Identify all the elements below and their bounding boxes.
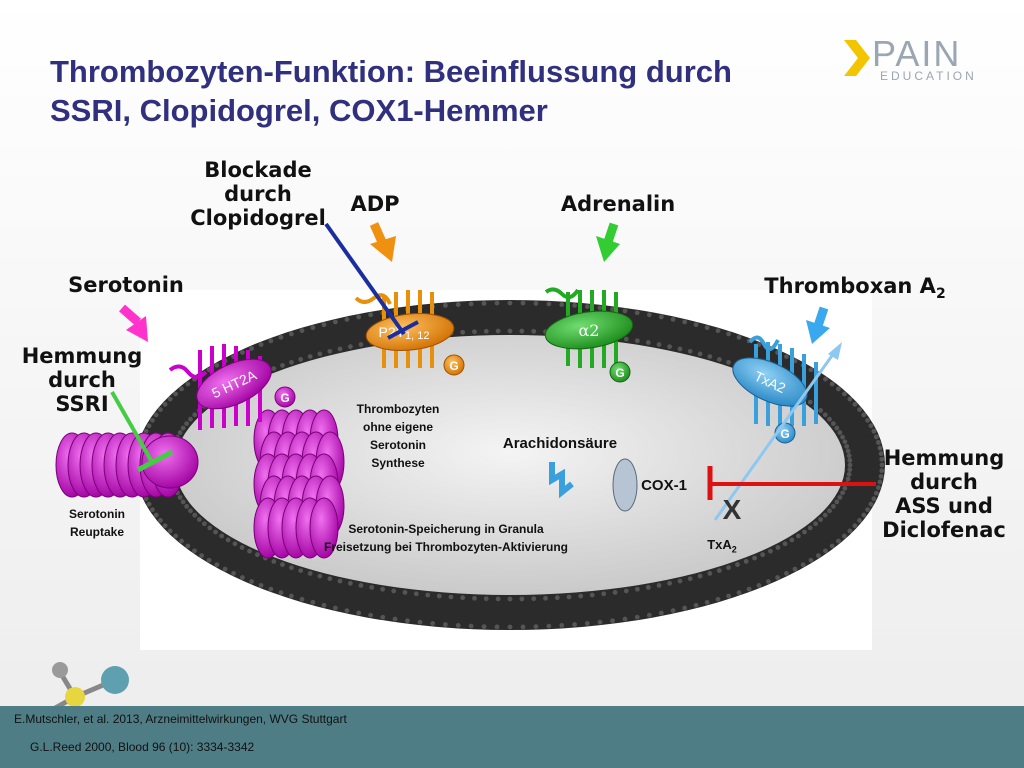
logo-text: PAIN (872, 33, 962, 74)
cell-membrane-inner (175, 335, 845, 595)
label-thromboxan-a2: Thromboxan A2 (764, 274, 946, 303)
reference-2: G.L.Reed 2000, Blood 96 (10): 3334-3342 (30, 740, 255, 754)
serotonin-transporter (55, 432, 199, 498)
label-adrenalin: Adrenalin (560, 192, 676, 216)
serotonin-arrow-icon (119, 304, 148, 342)
receptor-txa2: TxA2 G (732, 335, 818, 444)
cox1-enzyme (612, 458, 638, 512)
receptor-alpha2-label: α2 (579, 321, 600, 340)
label-hemmung-ssri: Hemmung durch SSRI (21, 344, 143, 416)
footer-bar (0, 706, 1024, 768)
label-adp: ADP (350, 192, 400, 216)
text-arachidonsaeure: Arachidonsäure (502, 435, 618, 452)
clopidogrel-block-line (324, 222, 419, 340)
inhibition-x-mark: X (722, 494, 742, 525)
receptor-p2y: P2Y1, 12 G (354, 290, 465, 376)
adp-arrow-icon (369, 222, 396, 262)
receptor-5ht2a: 5 HT2A G (168, 344, 296, 430)
title-line-1: Thrombozyten-Funktion: Beeinflussung dur… (50, 54, 732, 89)
chevron-icon (844, 40, 870, 76)
txa2-release-arrow (713, 342, 842, 521)
arachidonic-acid-icon (549, 462, 574, 499)
ass-inhibition-line (707, 466, 876, 500)
g-protein-label: G (449, 359, 458, 373)
logo-subtext: EDUCATION (880, 69, 977, 83)
label-hemmung-ass: Hemmung durch ASS und Diclofenac (882, 446, 1006, 542)
label-blockade-clopidogrel: Blockade durch Clopidogrel (190, 158, 326, 230)
receptor-alpha2: α2 G (544, 287, 634, 383)
label-serotonin: Serotonin (68, 273, 184, 297)
text-serotonin-reuptake: Serotonin Reuptake (69, 507, 125, 539)
text-thrombozyten-synthese: Thrombozyten ohne eigene Serotonin Synth… (356, 402, 440, 470)
slide-title: Thrombozyten-Funktion: Beeinflussung dur… (50, 52, 930, 130)
thromboxan-arrow-icon (806, 306, 830, 344)
ssri-block-line (110, 391, 174, 473)
text-txa2: TxA2 (707, 537, 737, 555)
g-protein-label: G (615, 366, 624, 380)
reference-1: E.Mutschler, et al. 2013, Arzneimittelwi… (14, 712, 347, 726)
title-line-2: SSRI, Clopidogrel, COX1-Hemmer (50, 93, 548, 128)
text-serotonin-storage: Serotonin-Speicherung in Granula Freiset… (323, 522, 569, 554)
adrenalin-arrow-icon (596, 222, 620, 262)
text-cox1: COX-1 (641, 477, 687, 494)
g-protein-label: G (780, 427, 789, 441)
g-protein-label: G (280, 391, 289, 405)
pain-education-logo: PAIN EDUCATION (842, 36, 992, 86)
serotonin-granula (253, 409, 345, 559)
